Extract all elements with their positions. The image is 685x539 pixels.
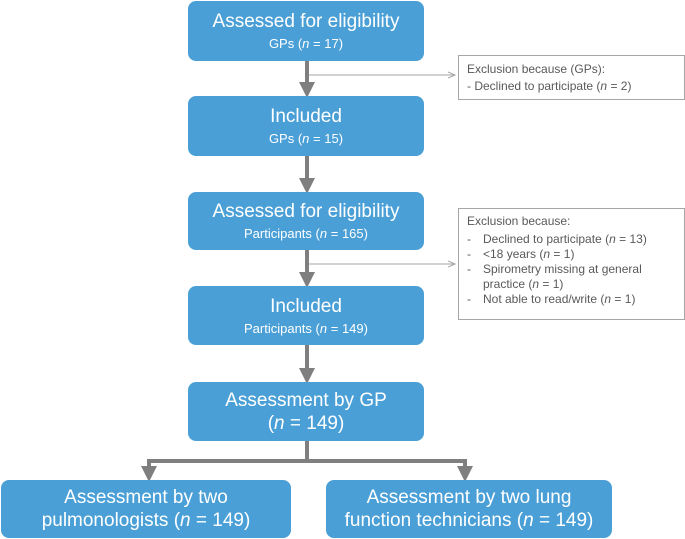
list-item: -Not able to read/write (n = 1) [467,292,636,306]
gp-assessed-box: Assessed for eligibility GPs (n = 17) [188,1,424,61]
gp-included-count: GPs (n = 15) [268,131,344,146]
participants-included-title: Included [270,295,342,317]
assessment-technicians-box: Assessment by two lung function technici… [326,480,612,538]
assessment-pulmonologists-title: Assessment by two [64,487,228,508]
list-item: -Spirometry missing at general practice … [467,262,642,291]
gp-assessed-count: GPs (n = 17) [268,36,344,51]
gp-included-box: Included GPs (n = 15) [188,96,424,156]
gp-included-title: Included [270,106,342,127]
gp-exclusion-item: - Declined to participate (n = 2) [467,79,632,93]
gp-assessed-title: Assessed for eligibility [212,11,400,32]
gp-exclusion-box: Exclusion because (GPs): - Declined to p… [458,55,685,100]
participants-included-box: Included Participants (n = 149) [188,286,424,345]
participants-assessed-title: Assessed for eligibility [212,201,400,222]
assessment-gp-title: Assessment by GP [225,389,387,411]
participant-exclusion-heading: Exclusion because: [467,214,571,228]
list-item: -<18 years (n = 1) [467,247,575,261]
participant-exclusion-list: -Declined to participate (n = 13) -<18 y… [467,232,676,307]
participants-included-count: Participants (n = 149) [244,320,368,336]
assessment-gp-count: (n = 149) [267,412,345,434]
assessment-technicians-count: function technicians (n = 149) [344,510,594,531]
assessment-pulmonologists-count: pulmonologists (n = 149) [41,510,251,531]
participants-assessed-count: Participants (n = 165) [244,226,368,241]
participant-exclusion-box: Exclusion because: -Declined to particip… [458,208,685,320]
assessment-technicians-title: Assessment by two lung [366,487,572,508]
assessment-pulmonologists-box: Assessment by two pulmonologists (n = 14… [1,480,291,538]
assessment-gp-box: Assessment by GP (n = 149) [188,382,424,441]
participants-assessed-box: Assessed for eligibility Participants (n… [188,192,424,250]
gp-exclusion-heading: Exclusion because (GPs): [467,62,606,76]
list-item: -Declined to participate (n = 13) [467,232,647,246]
